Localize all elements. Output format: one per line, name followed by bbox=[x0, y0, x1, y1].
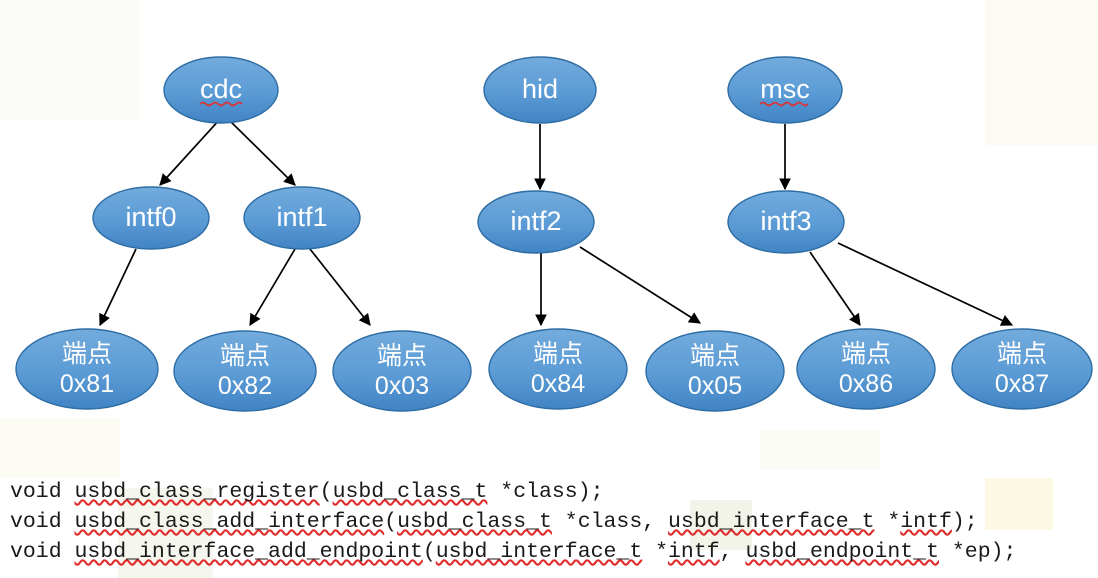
node-intf2-shape[interactable] bbox=[477, 190, 595, 254]
code-identifier: intf bbox=[900, 510, 952, 534]
node-endpoint-0x05-shape[interactable] bbox=[645, 330, 785, 412]
node-endpoint-0x03-line2: 0x03 bbox=[375, 372, 429, 400]
node-endpoint-0x86-line1: 端点 bbox=[841, 340, 891, 368]
edge-intf3-ep87 bbox=[837, 242, 1014, 326]
node-endpoint-0x84-shape[interactable] bbox=[488, 328, 628, 410]
node-endpoint-0x87-shape[interactable] bbox=[951, 328, 1093, 410]
node-endpoint-0x82-line2: 0x82 bbox=[218, 372, 272, 400]
node-endpoint-0x84-line1: 端点 bbox=[533, 340, 583, 368]
code-text: * bbox=[874, 510, 901, 534]
code-text: void bbox=[10, 540, 75, 564]
diagram-canvas: cdc hid msc intf0 intf1 intf2 intf3 端点 0… bbox=[15, 56, 1093, 412]
node-endpoint-0x86-shape[interactable] bbox=[796, 328, 936, 410]
code-text: ( bbox=[384, 510, 398, 534]
code-text: *class, bbox=[551, 510, 669, 534]
api-code-block: void usbd_class_register(usbd_class_t *c… bbox=[10, 477, 1095, 567]
code-identifier: usbd_class_add_interface bbox=[74, 510, 385, 534]
code-text: void bbox=[10, 510, 75, 534]
node-endpoint-0x84[interactable]: 端点 0x84 bbox=[488, 328, 628, 410]
node-endpoint-0x81-shape[interactable] bbox=[15, 328, 159, 410]
code-identifier: usbd_class_t bbox=[397, 510, 552, 534]
code-line: void usbd_class_register(usbd_class_t *c… bbox=[10, 477, 1095, 507]
node-intf2-label: intf2 bbox=[510, 206, 561, 236]
node-msc[interactable]: msc bbox=[727, 56, 843, 124]
code-text: , bbox=[719, 540, 746, 564]
node-intf0[interactable]: intf0 bbox=[92, 186, 210, 250]
edges-group bbox=[99, 117, 1014, 327]
msc-spellcheck-underline bbox=[759, 101, 809, 107]
code-line: void usbd_interface_add_endpoint(usbd_in… bbox=[10, 537, 1095, 567]
node-endpoint-0x03-line1: 端点 bbox=[377, 342, 427, 370]
edge-intf0-ep81 bbox=[99, 248, 137, 327]
node-endpoint-0x82[interactable]: 端点 0x82 bbox=[173, 330, 317, 412]
edge-intf2-ep05 bbox=[579, 246, 702, 324]
node-intf3[interactable]: intf3 bbox=[727, 190, 845, 254]
node-hid-shape[interactable] bbox=[483, 56, 597, 124]
code-identifier: usbd_interface_t bbox=[435, 540, 643, 564]
edge-intf1-ep82 bbox=[249, 248, 296, 327]
code-identifier: usbd_interface_add_endpoint bbox=[74, 540, 423, 564]
node-hid[interactable]: hid bbox=[483, 56, 597, 124]
node-intf1-label: intf1 bbox=[276, 202, 327, 232]
node-endpoint-0x05[interactable]: 端点 0x05 bbox=[645, 330, 785, 412]
node-hid-label: hid bbox=[522, 74, 558, 104]
node-endpoint-0x81[interactable]: 端点 0x81 bbox=[15, 328, 159, 410]
node-endpoint-0x03-shape[interactable] bbox=[332, 330, 472, 412]
node-intf3-shape[interactable] bbox=[727, 190, 845, 254]
node-endpoint-0x03[interactable]: 端点 0x03 bbox=[332, 330, 472, 412]
code-text: *class); bbox=[487, 480, 604, 504]
node-endpoint-0x81-line1: 端点 bbox=[62, 340, 112, 368]
node-intf0-label: intf0 bbox=[125, 202, 176, 232]
code-identifier: usbd_class_register bbox=[74, 480, 320, 504]
node-endpoint-0x86[interactable]: 端点 0x86 bbox=[796, 328, 936, 410]
code-line: void usbd_class_add_interface(usbd_class… bbox=[10, 507, 1095, 537]
node-endpoint-0x05-line1: 端点 bbox=[690, 342, 740, 370]
edge-intf3-ep86 bbox=[809, 251, 861, 326]
node-endpoint-0x81-line2: 0x81 bbox=[60, 370, 114, 398]
edge-intf1-ep03 bbox=[309, 248, 371, 326]
node-intf2[interactable]: intf2 bbox=[477, 190, 595, 254]
node-cdc-label: cdc bbox=[200, 74, 242, 104]
edge-cdc-intf0 bbox=[159, 117, 222, 186]
code-identifier: usbd_interface_t bbox=[668, 510, 875, 534]
node-intf0-shape[interactable] bbox=[92, 186, 210, 250]
code-text: ( bbox=[422, 540, 436, 564]
code-identifier: usbd_endpoint_t bbox=[745, 540, 939, 564]
node-endpoint-0x87-line1: 端点 bbox=[997, 340, 1047, 368]
node-msc-label: msc bbox=[760, 74, 810, 104]
code-text: void bbox=[10, 480, 75, 504]
node-endpoint-0x86-line2: 0x86 bbox=[839, 370, 893, 398]
node-cdc-shape[interactable] bbox=[163, 56, 279, 124]
node-endpoint-0x87[interactable]: 端点 0x87 bbox=[951, 328, 1093, 410]
code-text: ( bbox=[319, 480, 333, 504]
code-text: * bbox=[642, 540, 669, 564]
node-endpoint-0x82-shape[interactable] bbox=[173, 330, 317, 412]
code-text: *ep); bbox=[939, 540, 1017, 564]
node-intf1[interactable]: intf1 bbox=[243, 186, 361, 250]
node-endpoint-0x84-line2: 0x84 bbox=[531, 370, 585, 398]
edge-cdc-intf1 bbox=[226, 117, 296, 186]
node-cdc[interactable]: cdc bbox=[163, 56, 279, 124]
code-identifier: usbd_class_t bbox=[332, 480, 488, 504]
usb-hierarchy-diagram: cdc hid msc intf0 intf1 intf2 intf3 端点 0… bbox=[15, 56, 1093, 412]
node-msc-shape[interactable] bbox=[727, 56, 843, 124]
cdc-spellcheck-underline bbox=[199, 101, 243, 107]
node-endpoint-0x05-line2: 0x05 bbox=[688, 372, 742, 400]
node-intf3-label: intf3 bbox=[760, 206, 811, 236]
node-endpoint-0x82-line1: 端点 bbox=[220, 342, 270, 370]
node-intf1-shape[interactable] bbox=[243, 186, 361, 250]
code-identifier: intf bbox=[668, 540, 720, 564]
node-endpoint-0x87-line2: 0x87 bbox=[995, 370, 1049, 398]
code-text: ); bbox=[951, 510, 978, 534]
